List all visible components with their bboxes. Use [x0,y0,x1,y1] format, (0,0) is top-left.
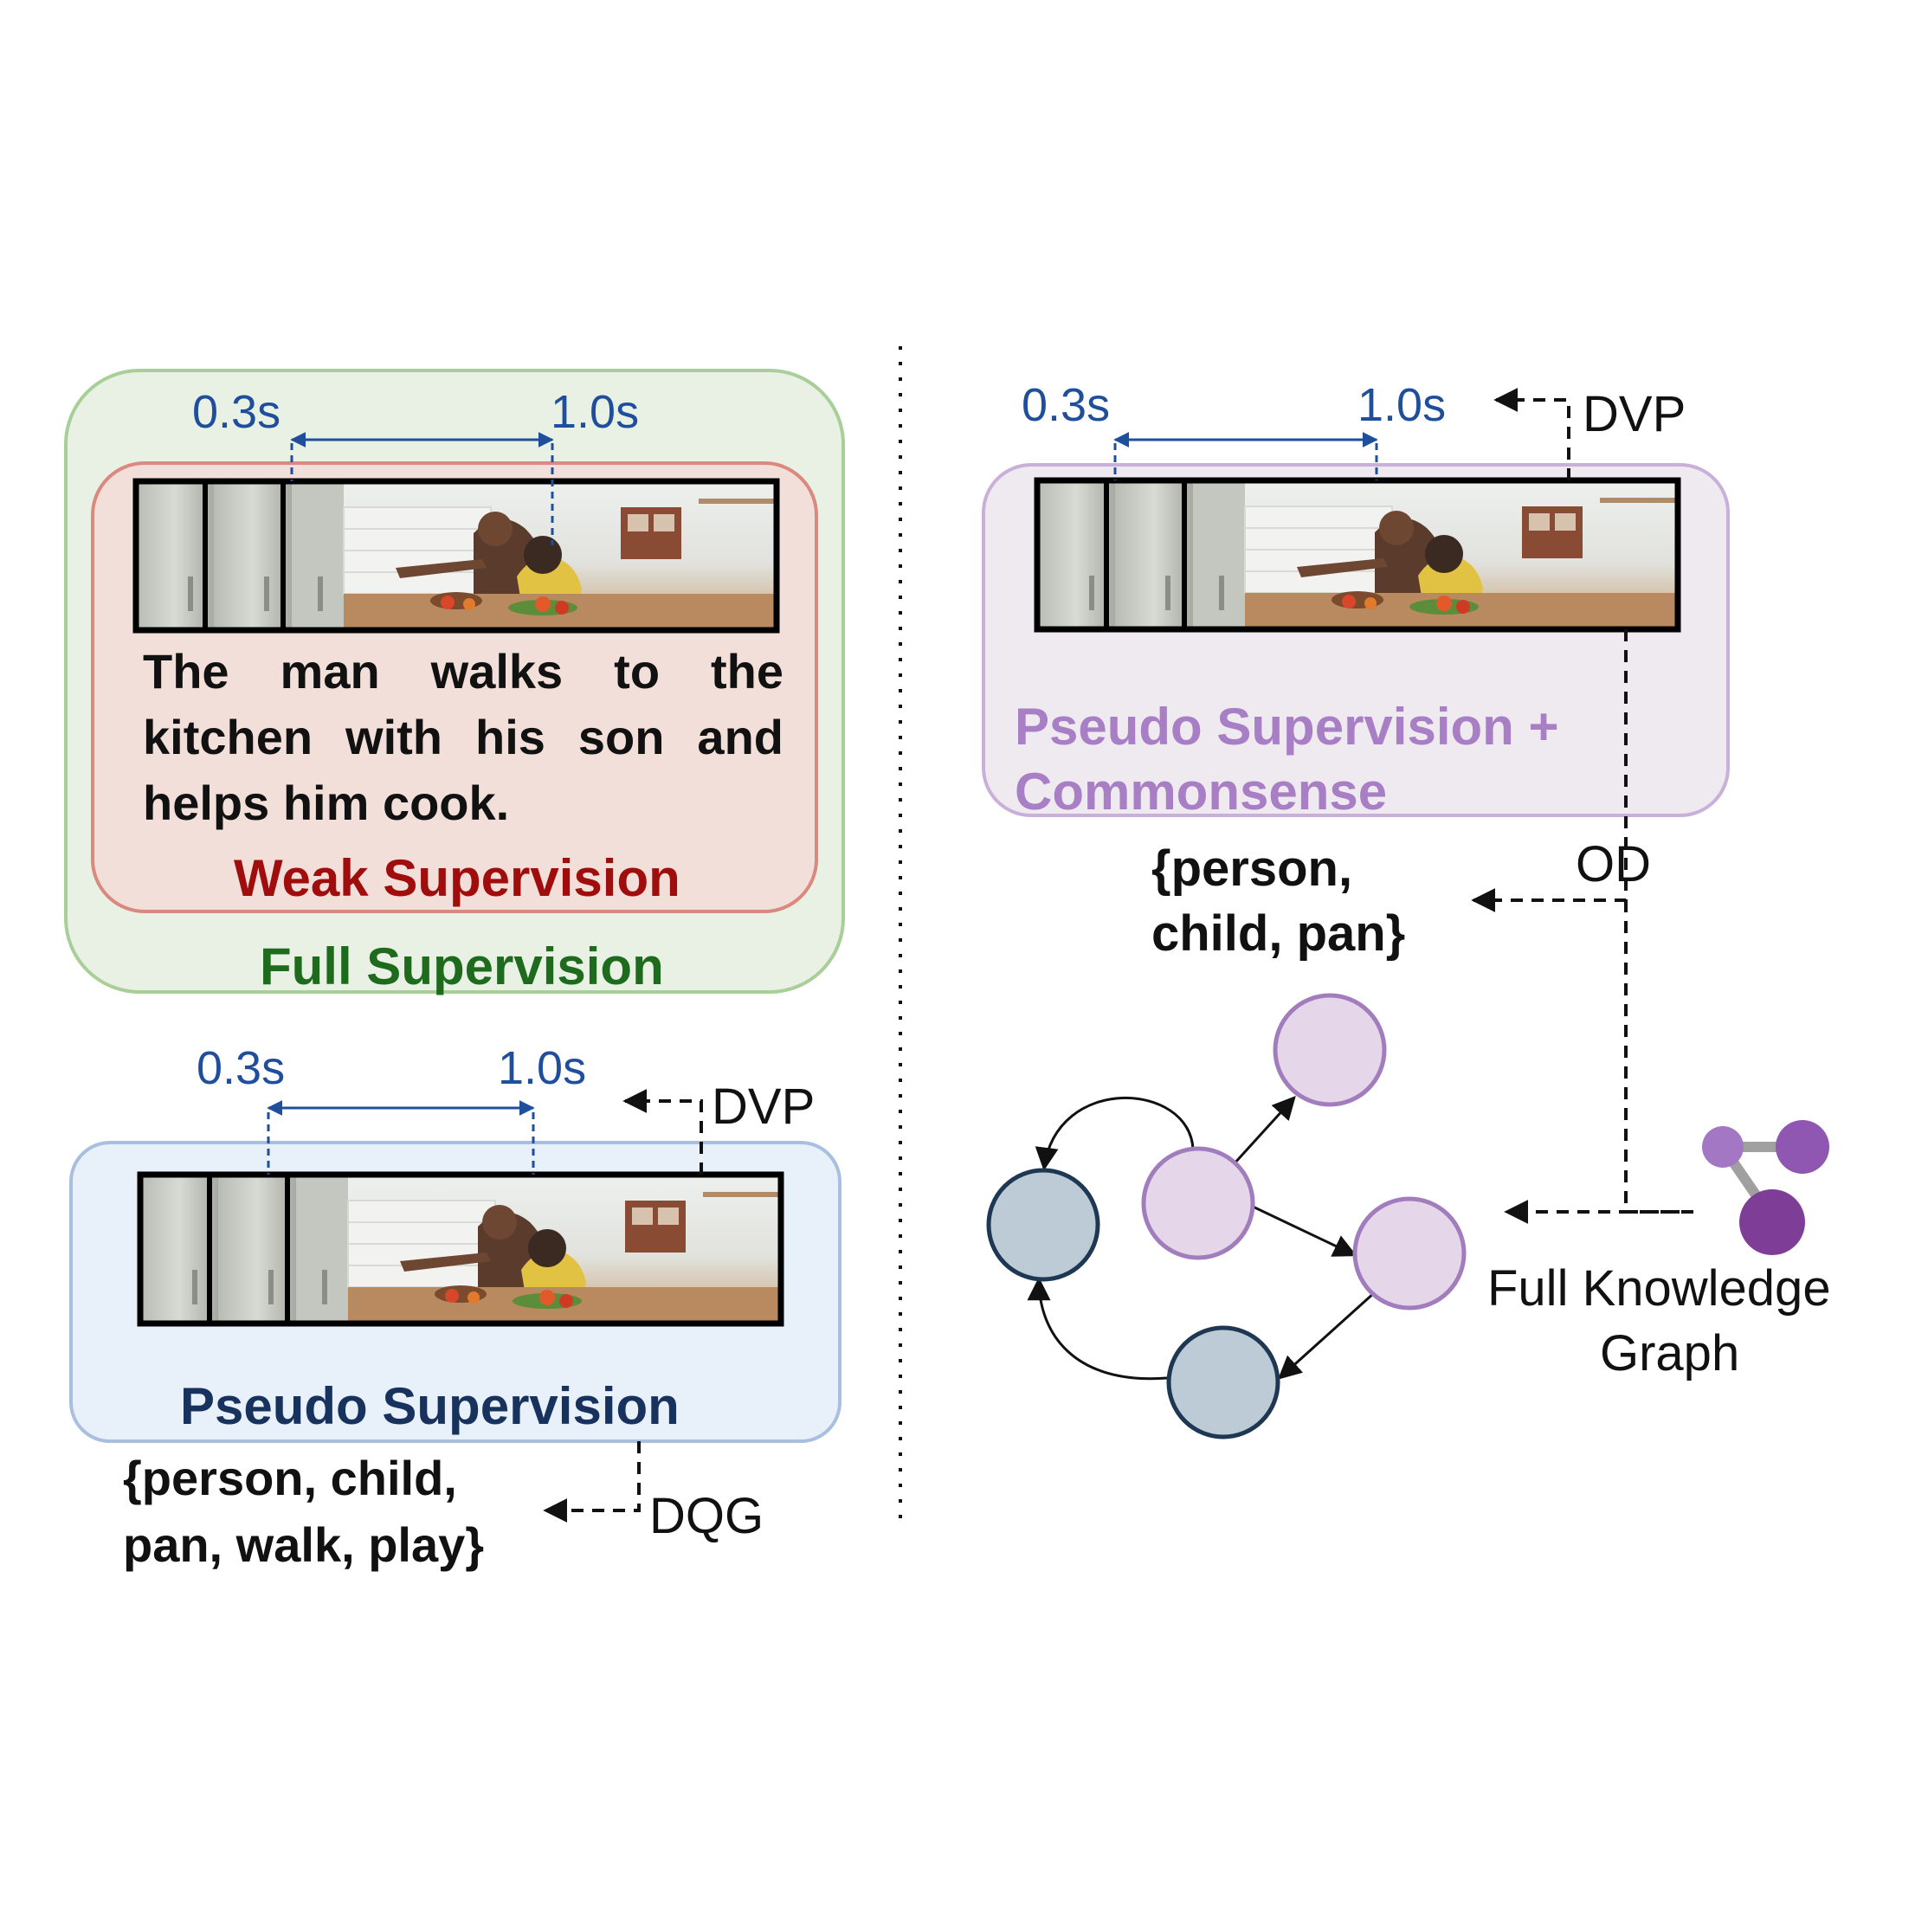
time-end-label: 1.0s [498,1042,587,1094]
knowledge-graph-label-line1: Full Knowledge [1487,1260,1831,1317]
dvp-connector [622,1089,703,1175]
full-supervision-label: Full Supervision [260,937,664,995]
dvp-label: DVP [712,1079,816,1135]
video-frames-image [140,1175,781,1323]
pseudo-supervision-label: Pseudo Supervision [180,1377,680,1435]
query-words-line1: {person, child, [123,1451,457,1505]
graph-node-slate [986,1168,1100,1282]
graph-node-purple [1141,1146,1255,1260]
detected-objects-line1: {person, [1151,840,1353,897]
query-words-line2: pan, walk, play} [123,1517,485,1572]
time-start-label: 0.3s [197,1042,286,1094]
graph-node-slate [1166,1325,1280,1439]
knowledge-graph-label-line2: Graph [1600,1325,1740,1381]
graph-edge [1232,1096,1296,1166]
weak-supervision-label: Weak Supervision [234,849,680,907]
graph-edge [1035,1096,1195,1171]
graph-edge [1248,1203,1357,1257]
commonsense-label-line2: Commonsense [1015,763,1388,821]
graph-edge [1277,1291,1377,1380]
detected-objects-line2: child, pan} [1151,905,1406,962]
video-frames-image [136,481,777,630]
video-caption: The man walks to the kitchen with his so… [143,644,783,830]
graph-node-purple [1352,1196,1467,1311]
kg-connector [1624,900,1693,1214]
time-start-label: 0.3s [192,386,281,438]
graph-edge [1027,1277,1168,1381]
time-end-label: 1.0s [1357,379,1447,431]
dvp-connector [1493,388,1570,480]
graph-node-purple [1273,993,1387,1107]
knowledge-graph-icon [1702,1120,1829,1255]
time-start-label: 0.3s [1022,379,1111,431]
od-label: OD [1576,836,1651,892]
dqg-label: DQG [649,1488,764,1544]
video-frames-image [1037,480,1678,629]
dqg-connector [543,1441,641,1523]
commonsense-label-line1: Pseudo Supervision + [1015,698,1559,756]
dvp-label: DVP [1583,386,1686,442]
time-end-label: 1.0s [551,386,640,438]
